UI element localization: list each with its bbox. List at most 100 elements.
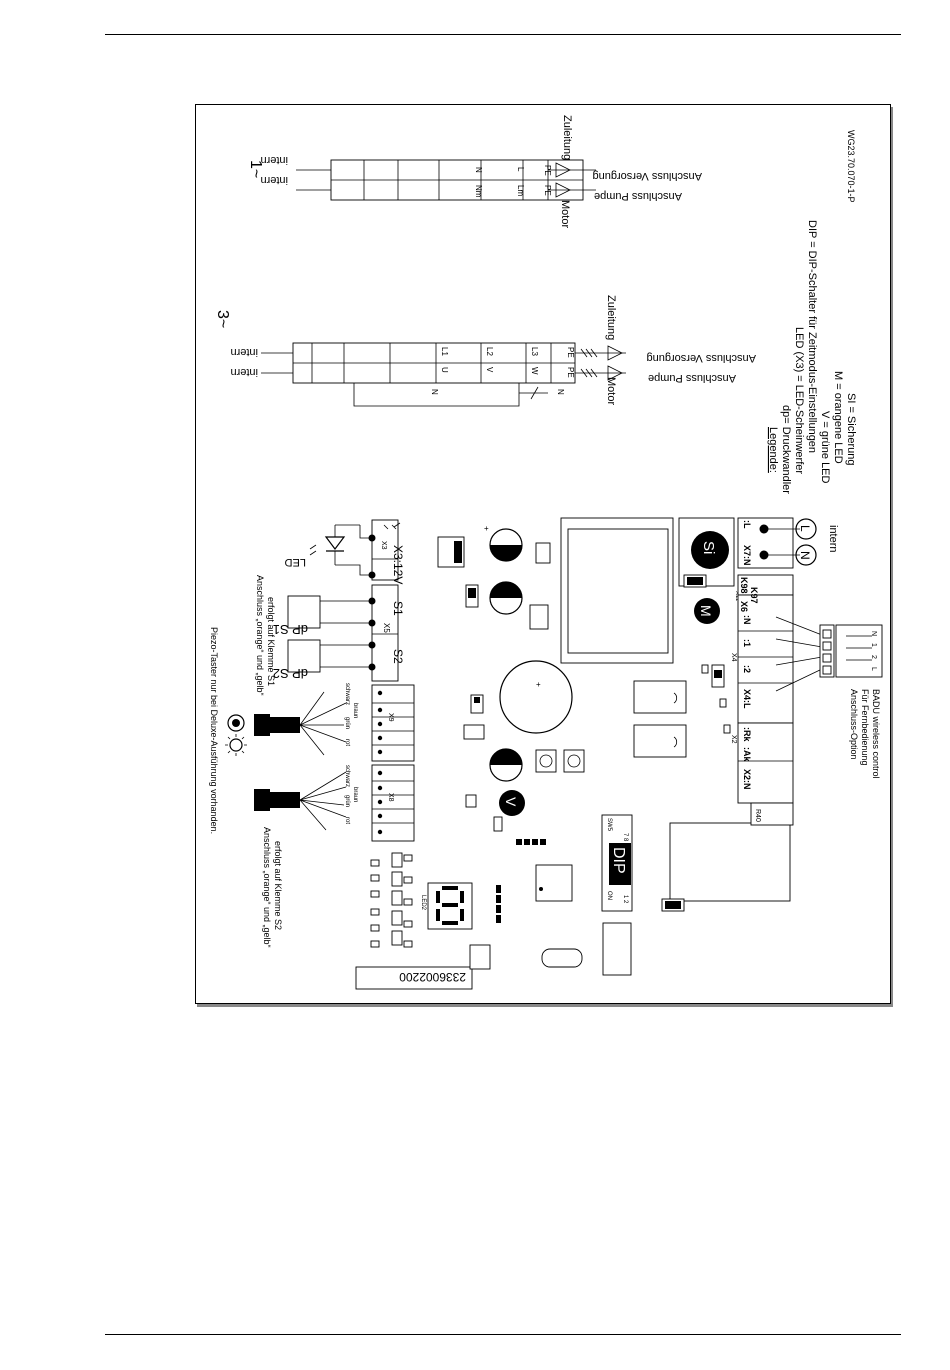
three-phase-pe2: PE [566, 367, 575, 378]
small-ic [469, 944, 491, 970]
t1-label: :1 [742, 639, 752, 647]
capacitor-plus-2: + [536, 680, 541, 689]
microcontroller-ic [496, 839, 573, 923]
led-label: LED [285, 556, 306, 568]
three-phase-n2: N [556, 389, 565, 395]
green-led-v-icon [499, 790, 525, 816]
piezo-s2-wires [299, 771, 347, 831]
x8-label: X8 [387, 793, 394, 802]
relay-small [602, 922, 632, 976]
single-phase-pe: PE [543, 165, 552, 176]
x9-wire-gruen: grün [344, 717, 350, 729]
board-number: 2336002200 [399, 970, 466, 984]
legend-item-dip: DIP = DIP-Schalter für Zeitmodus-Einstel… [806, 220, 818, 453]
three-phase-intern-top: intern [230, 346, 258, 358]
left-smd-column [370, 852, 413, 948]
dip-12-label: 1 2 [622, 895, 628, 904]
x3-led-symbol-icon [383, 522, 401, 530]
single-phase-intern-bottom: intern [260, 174, 288, 186]
orange-led-m-icon [694, 598, 720, 624]
connector-x9 [371, 684, 415, 762]
three-phase-anschluss-versorgung: Anschluss Versorgung [647, 352, 756, 364]
board-number-box [355, 966, 473, 990]
remote-wiring [775, 616, 823, 692]
remote-option-line1: Anschluss-Option [849, 689, 859, 760]
piezo-s1-note-2: erfolgt auf Klemme S1 [266, 597, 276, 686]
sw5-label: SW5 [606, 818, 612, 832]
three-phase-label: 3~ [214, 310, 231, 328]
dip-78-label: 7 8 [622, 833, 628, 842]
dip-on-label: ON [606, 891, 612, 900]
remote-terminal [819, 624, 883, 678]
piezo-s2-note-1: Anschluss „orange“ und „gelb“ [262, 827, 272, 948]
remote-terminal-2: 2 [870, 655, 877, 659]
x2n-label: X2:N [742, 769, 752, 790]
x6-label: X6 [739, 601, 749, 612]
dp-wiring [320, 600, 372, 668]
piezo-s1-connector [254, 714, 300, 736]
green-led-v-label: V [503, 797, 519, 807]
t2-label: :2 [742, 665, 752, 673]
k97-label: K97 [749, 587, 759, 604]
three-phase-l3: L3 [530, 347, 539, 356]
diagram-code: WG23.70.070-1-P [846, 130, 856, 203]
wiring-diagram: 1~ intern intern N L PE Nm Lm PE Zuleitu… [195, 104, 891, 1004]
x5-label: X5 [382, 623, 391, 633]
single-phase-label: 1~ [247, 160, 264, 178]
piezo-s1-note-1: Anschluss „orange“ und „gelb“ [255, 575, 265, 696]
legend-item-si: SI = Sicherung [845, 393, 857, 465]
x8-wire-braun: braun [352, 787, 358, 802]
mains-n-label: N [798, 551, 812, 560]
x8-wire-schwarz: schwarz [344, 765, 350, 787]
l-terminal-label: :L [742, 520, 752, 529]
single-phase-motor: Motor [559, 200, 571, 228]
three-phase-pe: PE [566, 347, 575, 358]
piezo-s2-note-2: erfolgt auf Klemme S2 [273, 841, 283, 930]
connector-x3 [368, 519, 399, 581]
piezo-s1-wires [299, 691, 347, 756]
right-terminal-strip [737, 517, 800, 826]
diode-right-band [665, 901, 681, 909]
single-phase-nm: Nm [474, 185, 483, 198]
piezo-s2-connector [254, 789, 300, 811]
x8-wire-gruen: grün [344, 795, 350, 807]
x4l-label: X4:L [742, 689, 752, 709]
three-phase-terminal-block [261, 342, 626, 407]
single-phase-l: L [516, 167, 525, 172]
x11-label: X11 [734, 591, 740, 602]
k98-label: K98 [739, 577, 749, 594]
three-phase-l2: L2 [485, 347, 494, 356]
fuse-si-label: Si [700, 541, 717, 554]
x9-wire-schwarz: schwarz [344, 683, 350, 705]
legend-item-dp: dp= Druckwandler [780, 405, 792, 494]
x8-wire-rot: rot [344, 817, 350, 824]
piezo-button-s2-icon [225, 734, 247, 756]
crystal [541, 948, 583, 968]
dp-s1-sensor [287, 595, 321, 629]
led2-display [427, 882, 473, 930]
rk-label: :Rk [742, 727, 752, 742]
x3-label: X3 [380, 541, 387, 550]
led-wiring [335, 524, 372, 576]
legend-item-led: LED (X3) = LED-Scheinwerfer [793, 327, 805, 474]
s2-label: S2 [391, 649, 405, 664]
single-phase-lm: Lm [516, 185, 525, 196]
three-phase-intern-bottom: intern [230, 366, 258, 378]
three-phase-zuleitung: Zuleitung [605, 295, 617, 340]
single-phase-anschluss-versorgung: Anschluss Versorgung [593, 170, 702, 182]
remote-option-line3: BADU wireless control [871, 689, 881, 779]
capacitor-plus-1: + [484, 524, 489, 533]
single-phase-n: N [474, 167, 483, 173]
single-phase-zuleitung: Zuleitung [561, 115, 573, 160]
legend-title: Legende: [767, 427, 779, 473]
mains-n-circle-icon [795, 544, 817, 566]
buzzer-block [669, 822, 791, 902]
x2-small-label: X2 [730, 735, 737, 744]
legend-item-v: V = grüne LED [819, 411, 831, 484]
x3-12v-label: X3:12V [391, 545, 405, 584]
legend-item-m: M = orangene LED [832, 371, 844, 464]
x9-label: X9 [387, 713, 394, 722]
remote-option-line2: Für Fernbedienung [860, 689, 870, 766]
piezo-button-s1-icon [227, 714, 245, 732]
footer-rule [105, 1334, 901, 1335]
